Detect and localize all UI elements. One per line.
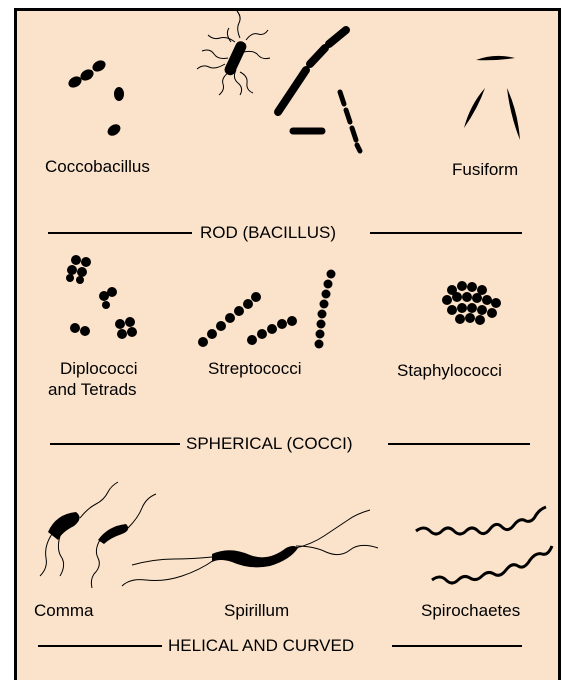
section-title-rod: ROD (BACILLUS)	[196, 223, 340, 243]
label-spirochaetes: Spirochaetes	[421, 601, 520, 621]
section-title-helical: HELICAL AND CURVED	[164, 636, 358, 656]
label-and-tetrads: and Tetrads	[48, 380, 137, 400]
flagellated-rod-drawing	[197, 11, 270, 95]
label-comma: Comma	[34, 601, 94, 621]
fusiform-drawing	[464, 56, 520, 140]
label-coccobacillus: Coccobacillus	[45, 157, 150, 177]
label-diplococci: Diplococci	[60, 359, 137, 379]
label-spirillum: Spirillum	[224, 601, 289, 621]
label-streptococci: Streptococci	[208, 359, 302, 379]
long-rods-drawing	[278, 30, 360, 151]
diplococci-drawing	[66, 255, 137, 339]
label-staphylococci: Staphylococci	[397, 361, 502, 381]
coccobacillus-drawing	[66, 58, 124, 138]
label-fusiform: Fusiform	[452, 160, 518, 180]
streptococci-drawing	[198, 270, 336, 349]
comma-drawing	[40, 482, 156, 588]
staphylococci-drawing	[442, 281, 501, 325]
spirillum-drawing	[122, 510, 378, 586]
section-title-spherical: SPHERICAL (COCCI)	[182, 434, 357, 454]
spirochaetes-drawing	[416, 507, 552, 583]
